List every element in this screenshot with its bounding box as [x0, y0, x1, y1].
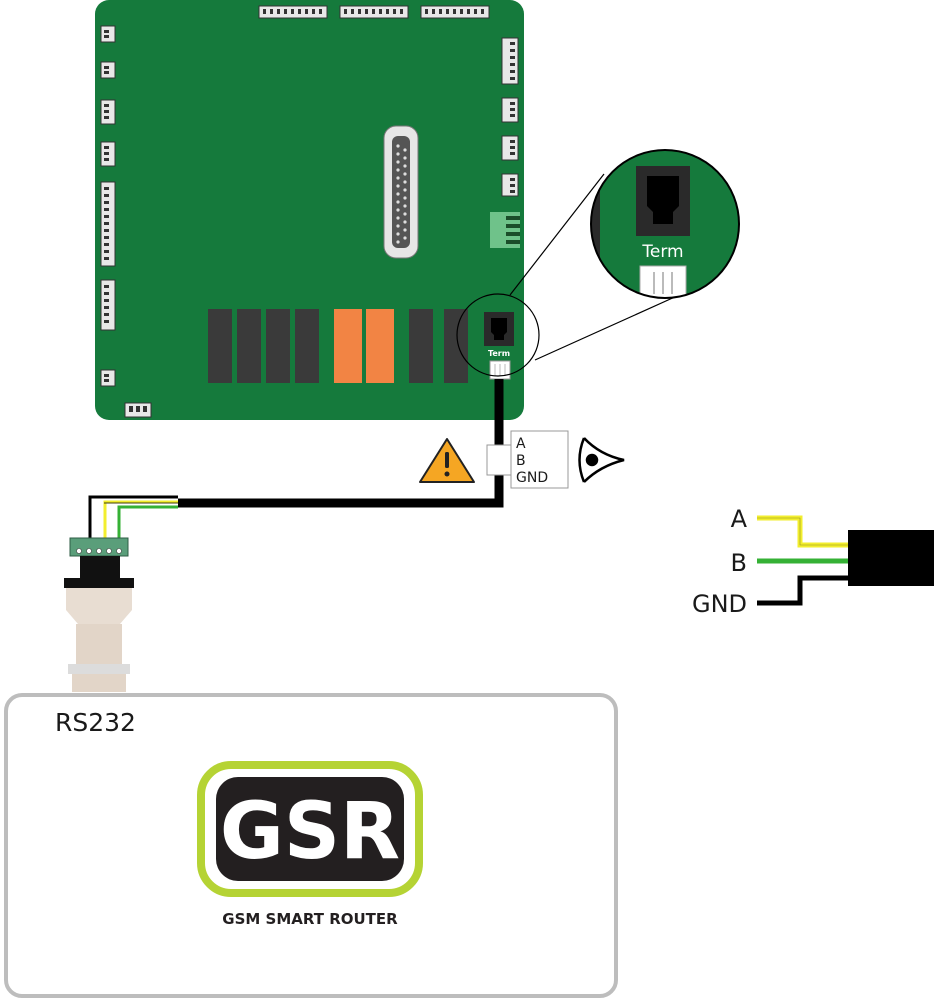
relays — [208, 309, 468, 383]
warning-icon — [419, 438, 475, 483]
cable-label: A B GND — [510, 430, 569, 489]
cable-label-a: A — [516, 436, 526, 452]
legend-label-gnd: GND — [692, 590, 747, 618]
legend-label-b: B — [731, 549, 747, 577]
cable-label-gnd: GND — [516, 470, 548, 486]
board-term-label: Term — [488, 349, 510, 358]
control-board: Term — [95, 0, 540, 420]
magnify-circle-small — [456, 293, 540, 377]
terminal-block — [490, 212, 520, 248]
rs232-port-label: RS232 — [55, 708, 136, 737]
term-jack: Term — [484, 312, 514, 380]
eye-icon — [578, 437, 625, 483]
db25-connector — [383, 125, 419, 259]
gsr-logo: GSR — [197, 761, 423, 897]
db9-connector — [64, 537, 134, 692]
router-box: RS232 GSR GSM SMART ROUTER — [4, 693, 618, 998]
term-callout: Term — [509, 149, 740, 361]
router-name: GSM SMART ROUTER — [222, 910, 398, 928]
cable-label-b: B — [516, 453, 526, 469]
legend-label-a: A — [731, 505, 748, 533]
callout-term-label: Term — [641, 242, 683, 262]
gsr-logo-text: GSR — [220, 787, 400, 877]
top-connectors — [258, 5, 490, 19]
wiring-legend: A B GND — [692, 505, 934, 618]
